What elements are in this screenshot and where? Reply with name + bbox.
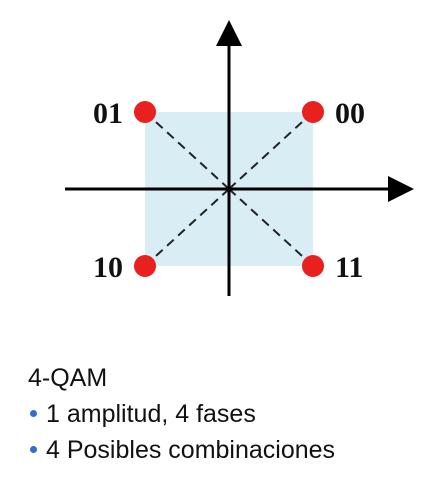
caption-bullet-text: 4 Posibles combinaciones (46, 436, 336, 464)
caption: 4-QAM 1 amplitud, 4 fases 4 Posibles com… (28, 360, 335, 468)
diagonal-dashed-lines (144, 111, 314, 267)
bullet-icon (30, 446, 37, 453)
constellation-point-00 (302, 101, 324, 123)
constellation-point-11 (302, 255, 324, 277)
dashed-line-00 (228, 111, 314, 190)
point-label-01: 01 (93, 97, 123, 130)
constellation-point-10 (134, 255, 156, 277)
caption-bullet-list: 1 amplitud, 4 fases 4 Posibles combinaci… (28, 396, 335, 468)
dashed-line-11 (228, 188, 314, 267)
constellation-points: 01 00 10 11 (93, 97, 365, 284)
caption-title: 4-QAM (28, 364, 108, 392)
caption-bullet-2: 4 Posibles combinaciones (28, 432, 335, 468)
constellation-diagram: 01 00 10 11 (65, 20, 414, 296)
dashed-line-01 (144, 111, 230, 190)
bullet-icon (30, 410, 37, 417)
caption-bullet-text: 1 amplitud, 4 fases (46, 400, 256, 428)
horizontal-axis-arrow-icon (388, 176, 414, 202)
vertical-axis-arrow-icon (216, 20, 242, 46)
point-label-00: 00 (335, 97, 365, 130)
constellation-point-01 (134, 101, 156, 123)
dashed-line-10 (144, 188, 230, 267)
point-label-10: 10 (93, 251, 123, 284)
caption-bullet-1: 1 amplitud, 4 fases (28, 396, 335, 432)
point-label-11: 11 (335, 251, 363, 284)
